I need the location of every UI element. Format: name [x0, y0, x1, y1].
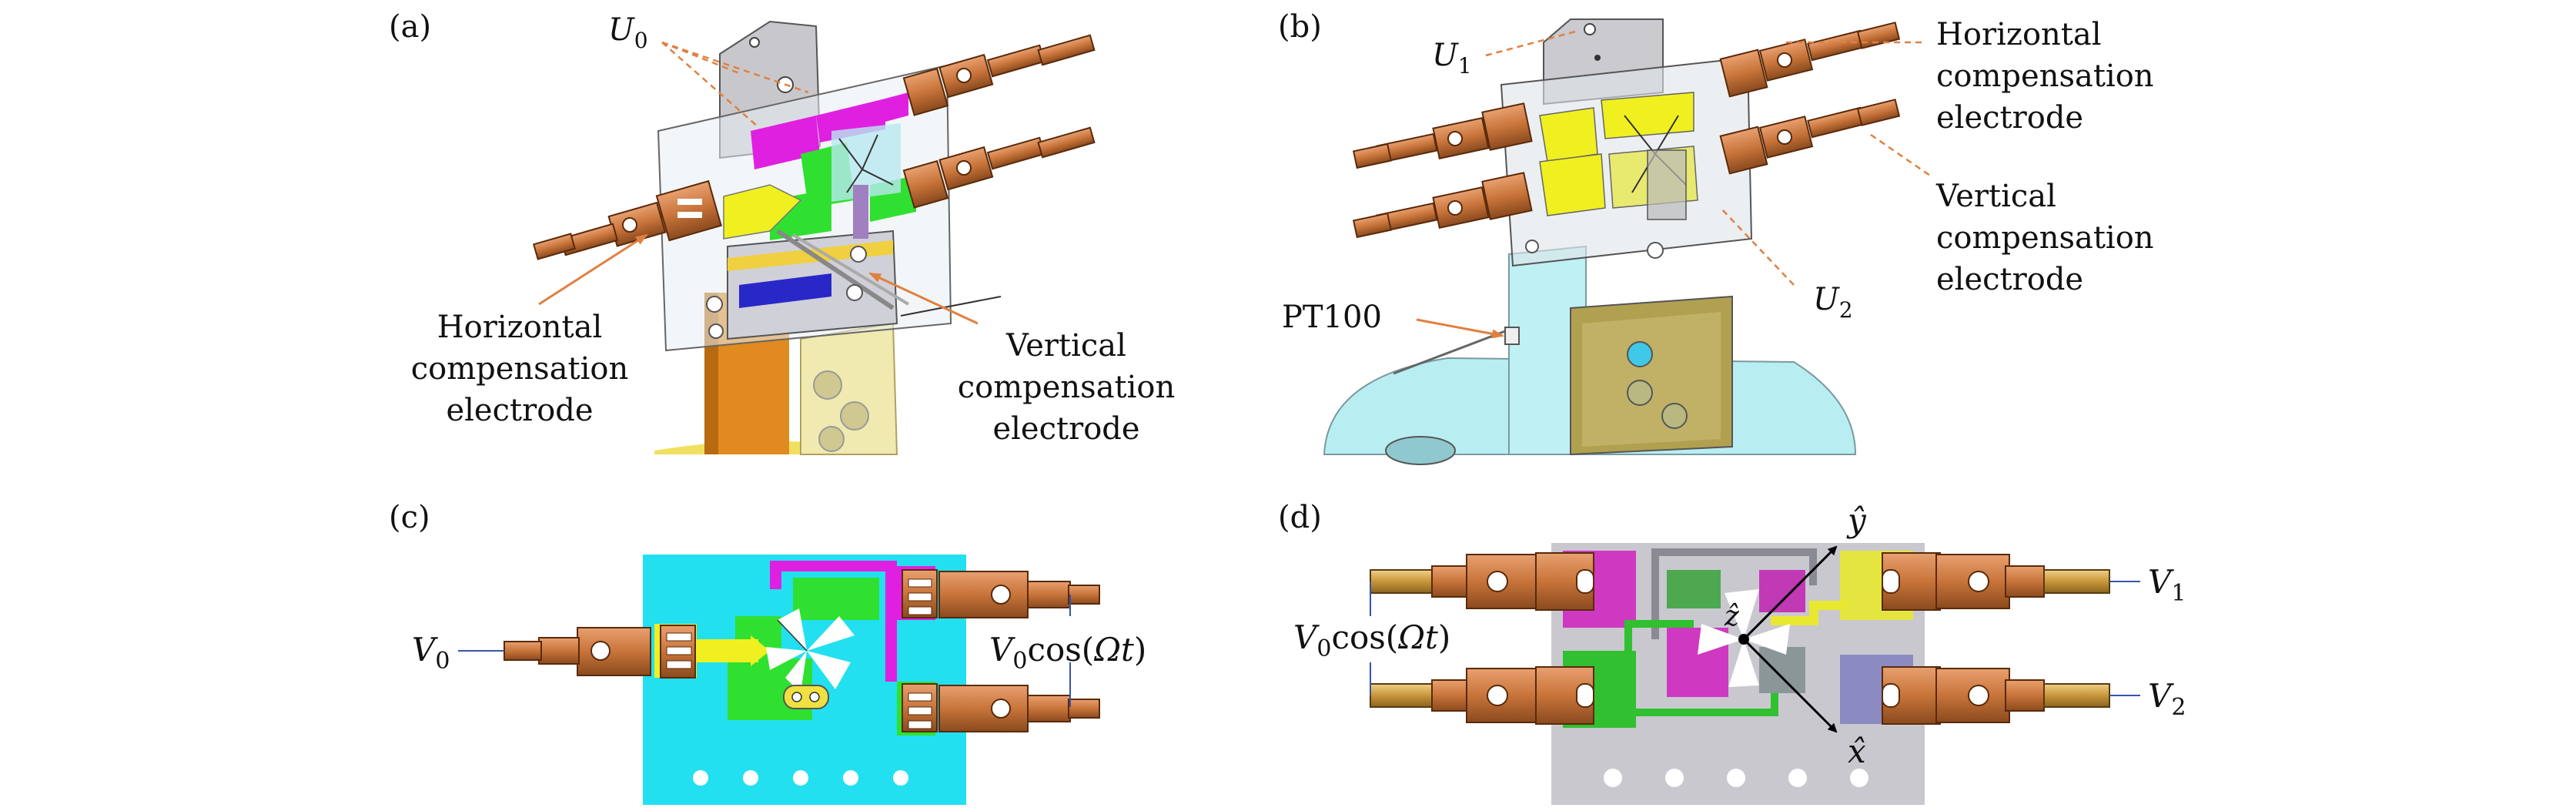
x-axis-arrow — [1742, 638, 1838, 733]
panel-a: (a) — [389, 9, 1176, 455]
svg-text:compensation: compensation — [411, 351, 629, 387]
panel-d-wires — [1370, 581, 2140, 696]
panel-c-v0cos-label: V0cos(Ωt) — [989, 631, 1146, 675]
panel-b-leaders — [1416, 29, 1933, 339]
panel-b-vertical-label: Vertical compensation electrode — [1935, 179, 2154, 297]
svg-text:electrode: electrode — [446, 393, 593, 428]
panel-c-v0-label: V0 — [412, 631, 450, 675]
svg-text:Horizontal: Horizontal — [437, 310, 603, 345]
panel-c-connector-upper-right — [902, 569, 1100, 618]
panel-b-connector-lower-left — [1352, 172, 1533, 239]
panel-c-wires — [458, 595, 1071, 707]
panel-d-x-axis-label: x̂ — [1848, 732, 1866, 770]
panel-b-pt100-label: PT100 — [1282, 300, 1382, 335]
panel-b-u2-label: U2 — [1813, 282, 1853, 323]
panel-b-connector-middle-right — [1719, 99, 1901, 175]
panel-d-v0cos-label: V0cos(Ωt) — [1293, 618, 1450, 662]
panel-d-connector-upper-left — [1370, 552, 1594, 611]
svg-text:electrode: electrode — [1936, 100, 2083, 136]
panel-c-connector-left — [503, 625, 696, 679]
panel-d-holes — [1604, 769, 1868, 787]
panel-d-v2-label: V2 — [2148, 677, 2186, 721]
panel-d-y-axis-label: ŷ — [1846, 501, 1867, 539]
panel-a-tag: (a) — [389, 9, 431, 45]
y-axis-arrow — [1742, 545, 1838, 641]
panel-d-connector-lower-left — [1370, 666, 1594, 725]
panel-b-assembly — [1323, 18, 1857, 465]
svg-text:electrode: electrode — [1936, 262, 2083, 297]
panel-c-connector-lower-right — [902, 683, 1100, 732]
panel-b-u1-label: U1 — [1432, 38, 1472, 79]
svg-text:Vertical: Vertical — [1935, 179, 2056, 214]
panel-d-tag: (d) — [1278, 500, 1322, 535]
panel-c-trap-electrodes — [766, 608, 855, 693]
svg-text:electrode: electrode — [992, 411, 1139, 447]
panel-d-connector-upper-right — [1882, 552, 2110, 611]
panel-a-connector-left — [532, 179, 722, 260]
panel-d-connector-lower-right — [1882, 666, 2110, 725]
svg-text:compensation: compensation — [1936, 220, 2154, 256]
panel-a-vertical-label: Vertical compensation electrode — [958, 328, 1176, 447]
panel-d-axes — [1742, 545, 1838, 733]
panel-b-horizontal-label: Horizontal compensation electrode — [1936, 17, 2154, 136]
panel-a-u0-label: U0 — [608, 12, 648, 53]
panel-a-leaders — [538, 41, 979, 325]
panel-a-connector-upper-right — [902, 34, 1096, 116]
panel-a-assembly — [654, 20, 1002, 455]
panel-b-tag: (b) — [1278, 9, 1322, 45]
svg-text:Vertical: Vertical — [1005, 328, 1126, 364]
panel-d-z-axis-label: ẑ — [1724, 601, 1740, 632]
panel-c-tag: (c) — [389, 500, 430, 535]
panel-d: (d) — [1278, 500, 2186, 805]
panel-b-connector-upper-right — [1719, 22, 1901, 98]
svg-text:compensation: compensation — [1936, 59, 2154, 94]
svg-text:compensation: compensation — [958, 370, 1176, 405]
panel-c: (c) — [389, 500, 1146, 805]
panel-c-holes — [693, 770, 908, 786]
panel-d-trap-electrodes — [1698, 589, 1790, 687]
panel-a-horizontal-label: Horizontal compensation electrode — [411, 310, 629, 428]
panel-a-connector-middle-right — [902, 126, 1096, 209]
panel-d-v1-label: V1 — [2148, 563, 2186, 607]
panel-b: (b) — [1278, 9, 2154, 465]
svg-text:Horizontal: Horizontal — [1936, 17, 2102, 52]
panel-b-connector-upper-left — [1352, 102, 1533, 169]
